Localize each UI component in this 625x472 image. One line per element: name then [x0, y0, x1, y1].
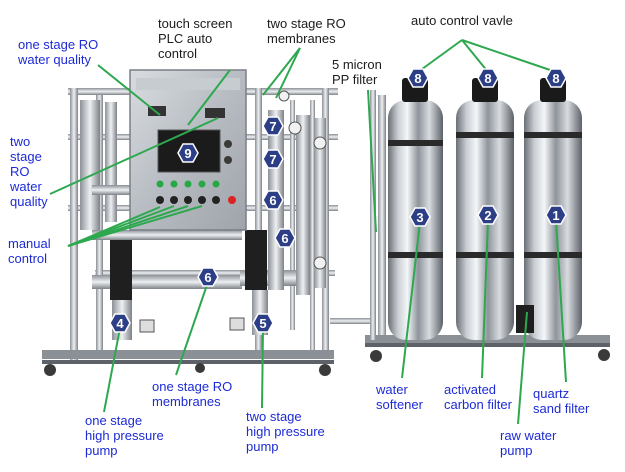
high-pressure-pumps — [110, 230, 268, 340]
svg-text:4: 4 — [116, 316, 124, 331]
badge-7-bottom: 7 — [262, 149, 284, 169]
svg-text:8: 8 — [414, 71, 421, 86]
svg-text:1: 1 — [552, 208, 559, 223]
svg-text:8: 8 — [552, 71, 559, 86]
badge-6-right-bottom: 6 — [274, 228, 296, 248]
badge-8-middle: 8 — [477, 68, 499, 88]
badge-6-lower: 6 — [197, 267, 219, 287]
leader-lines — [49, 39, 567, 425]
badge-5: 5 — [252, 313, 274, 333]
svg-text:3: 3 — [416, 210, 423, 225]
connecting-pipe — [330, 318, 370, 324]
label-quartz-sand-filter: quartz sand filter — [533, 386, 590, 416]
raw-water-pump-body — [516, 305, 534, 333]
label-touch-screen-plc: touch screen PLC auto control — [158, 16, 233, 61]
badge-1: 1 — [545, 205, 567, 225]
badge-4: 4 — [109, 313, 131, 333]
svg-text:7: 7 — [269, 119, 276, 134]
svg-text:6: 6 — [269, 193, 276, 208]
label-water-softener: water softener — [376, 382, 423, 412]
badge-8-left: 8 — [407, 68, 429, 88]
svg-text:7: 7 — [269, 152, 276, 167]
svg-text:6: 6 — [281, 231, 288, 246]
label-one-stage-high-pressure-pump: one stage high pressure pump — [85, 413, 164, 458]
label-raw-water-pump: raw water pump — [500, 428, 557, 458]
label-two-stage-ro-water-quality: two stage RO water quality — [10, 134, 48, 209]
svg-text:6: 6 — [204, 270, 211, 285]
badge-9: 9 — [177, 143, 199, 163]
label-one-stage-ro-water-quality: one stage RO water quality — [18, 37, 99, 67]
label-5-micron-pp-filter: 5 micron PP filter — [332, 57, 382, 87]
label-manual-control: manual control — [8, 236, 51, 266]
svg-text:2: 2 — [484, 208, 491, 223]
badge-7-top: 7 — [262, 116, 284, 136]
svg-text:8: 8 — [484, 71, 491, 86]
badge-6-right-top: 6 — [262, 190, 284, 210]
badge-3: 3 — [409, 207, 431, 227]
label-activated-carbon-filter: activated carbon filter — [444, 382, 512, 412]
svg-text:5: 5 — [259, 316, 266, 331]
label-two-stage-ro-membranes: two stage RO membranes — [267, 16, 346, 46]
label-one-stage-ro-membranes: one stage RO membranes — [152, 379, 233, 409]
badge-2: 2 — [477, 205, 499, 225]
badge-8-right: 8 — [545, 68, 567, 88]
label-auto-control-valve: auto control vavle — [411, 13, 513, 28]
label-two-stage-high-pressure-pump: two stage high pressure pump — [246, 409, 325, 454]
svg-text:9: 9 — [184, 146, 191, 161]
